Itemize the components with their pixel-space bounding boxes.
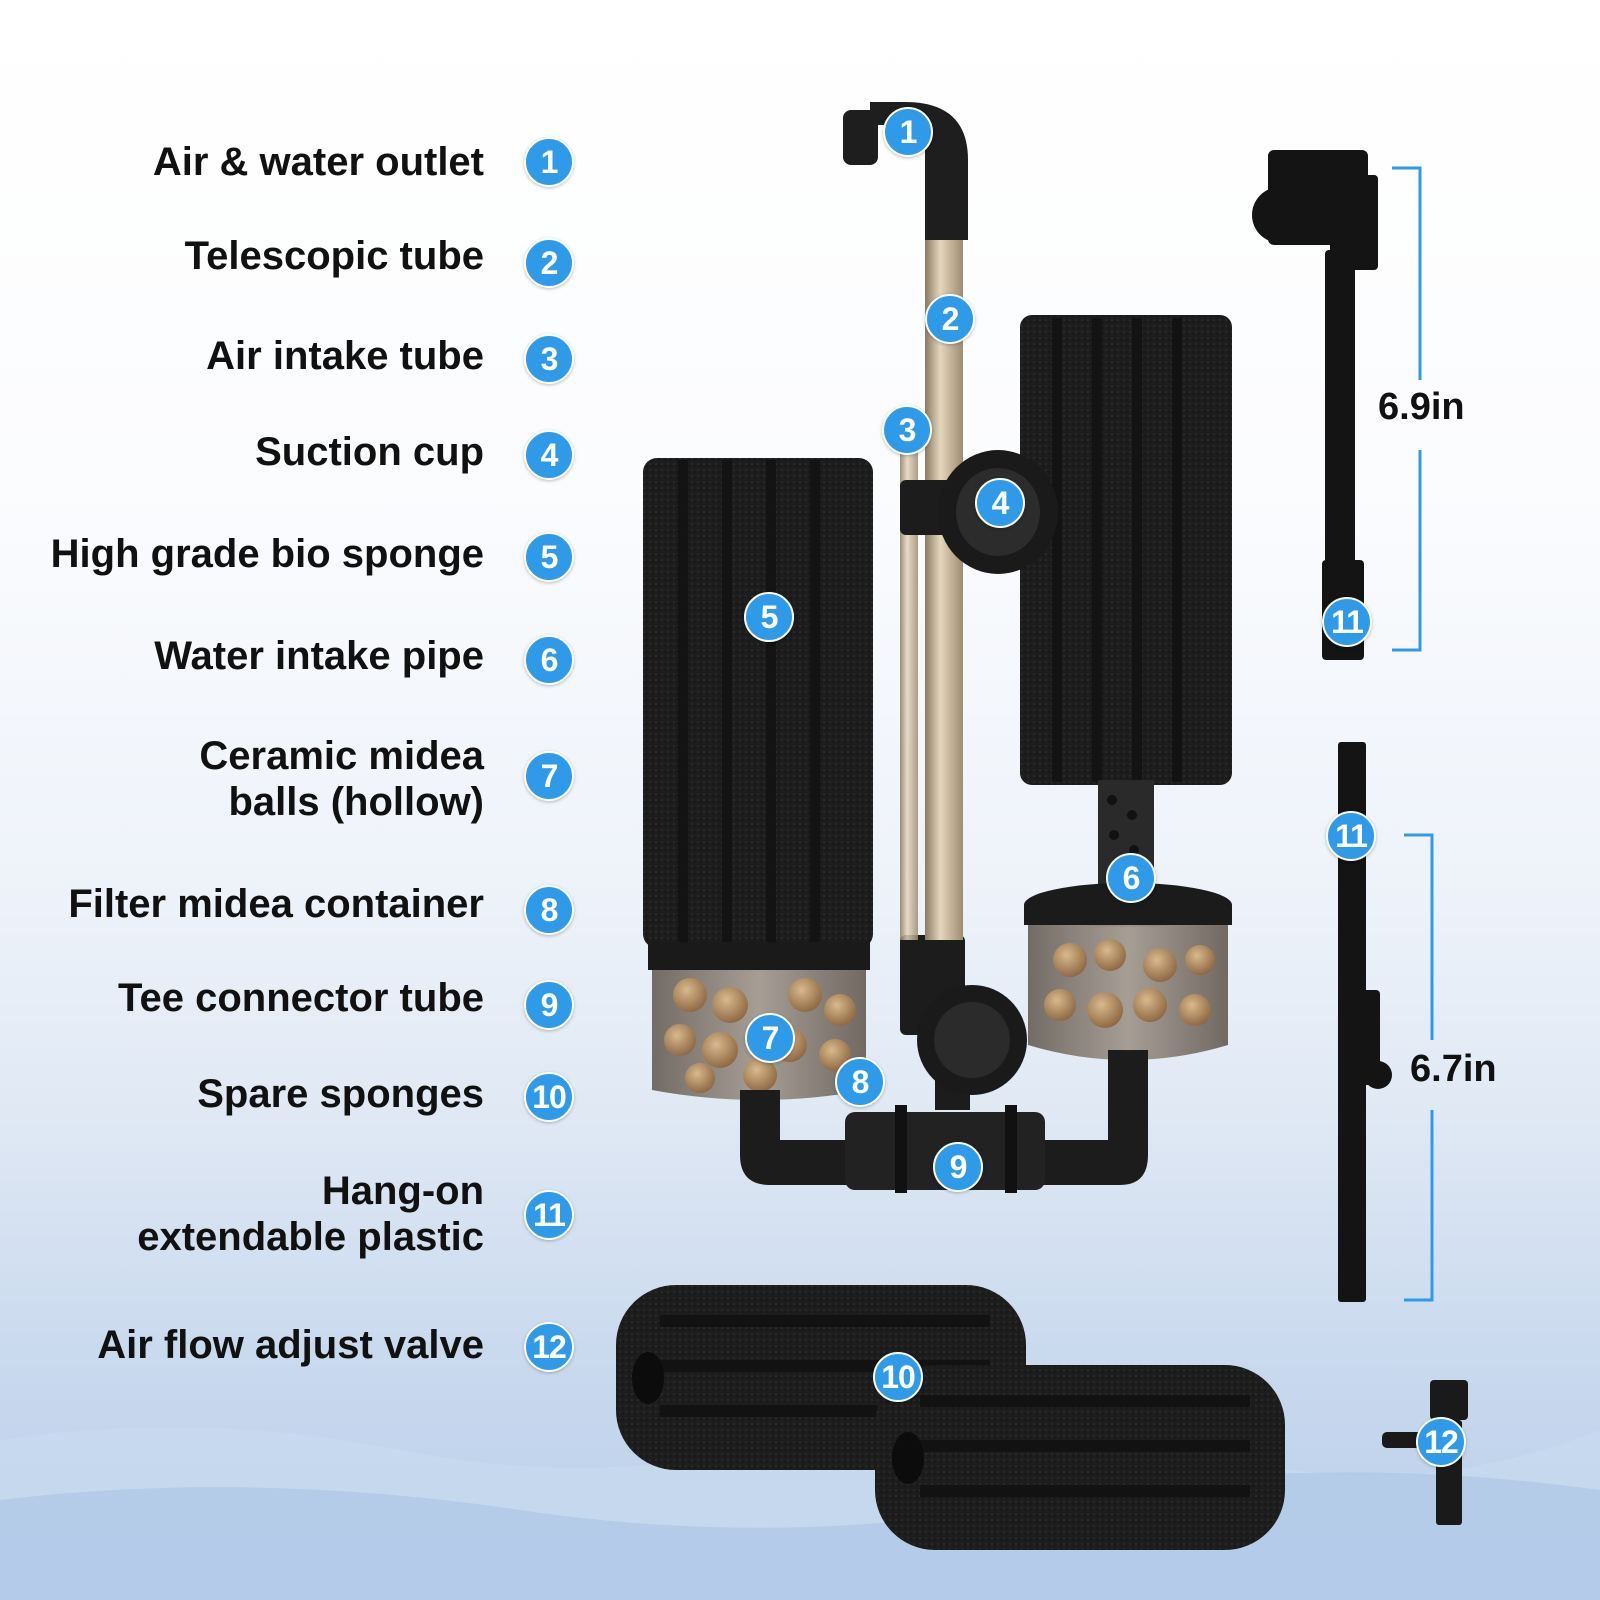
callout-badge-1: 1 [883,107,933,157]
label-air-valve: Air flow adjust valve [97,1323,484,1367]
central-tube [843,102,1058,1110]
label-hang-on-line1: Hang-on [321,1169,484,1213]
label-bio-sponge: High grade bio sponge [50,532,484,576]
label-hang-on: Hang-on extendable plastic [137,1168,484,1260]
label-air-water-outlet: Air & water outlet [152,140,484,184]
badge-3: 3 [524,334,574,384]
label-tee-connector: Tee connector tube [118,976,484,1020]
badge-1: 1 [524,137,574,187]
hang-on-bracket-upper [1252,150,1378,660]
badge-6: 6 [524,635,574,685]
badge-7: 7 [524,751,574,801]
label-water-intake-pipe: Water intake pipe [154,634,484,678]
callout-badge-9: 9 [933,1142,983,1192]
badge-2: 2 [524,238,574,288]
ceramic-balls [664,978,856,1093]
label-filter-container: Filter midea container [68,882,484,926]
callout-badge-6: 6 [1106,853,1156,903]
label-telescopic-tube: Telescopic tube [184,234,484,278]
label-hang-on-line2: extendable plastic [137,1215,484,1259]
label-ceramic-balls-line2: balls (hollow) [228,780,484,824]
dimension-line-lower [1404,833,1434,1302]
callout-badge-4: 4 [975,478,1025,528]
badge-9: 9 [524,980,574,1030]
label-air-intake-tube: Air intake tube [206,334,484,378]
badge-5: 5 [524,532,574,582]
callout-badge-2: 2 [925,294,975,344]
label-suction-cup: Suction cup [255,430,484,474]
right-sponge-assembly [1020,315,1232,1060]
badge-11: 11 [524,1190,574,1240]
badge-12: 12 [524,1322,574,1372]
callout-badge-11-lower: 11 [1326,811,1376,861]
callout-badge-7: 7 [745,1013,795,1063]
label-ceramic-balls-line1: Ceramic midea [199,734,484,778]
badge-4: 4 [524,430,574,480]
callout-badge-12: 12 [1416,1417,1466,1467]
callout-badge-11-upper: 11 [1322,597,1372,647]
dimension-upper: 6.9in [1378,386,1465,428]
hang-on-bracket-lower [1338,742,1392,1302]
dimension-lower: 6.7in [1410,1048,1497,1090]
badge-10: 10 [524,1072,574,1122]
spare-sponge [875,1365,1285,1550]
callout-badge-8: 8 [835,1057,885,1107]
label-ceramic-balls: Ceramic midea balls (hollow) [199,733,484,825]
badge-8: 8 [524,885,574,935]
callout-badge-5: 5 [744,592,794,642]
callout-badge-3: 3 [882,405,932,455]
label-spare-sponges: Spare sponges [197,1072,484,1116]
dimension-line-upper [1392,166,1422,652]
left-sponge-assembly [643,458,873,1100]
callout-badge-10: 10 [873,1352,923,1402]
